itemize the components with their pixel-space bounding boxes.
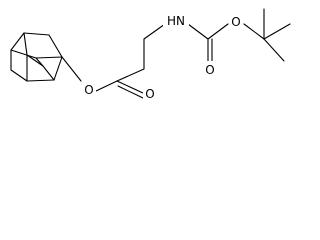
bond bbox=[143, 23, 166, 40]
atom-ester-carbonyl-oxygen: O bbox=[143, 85, 157, 101]
adamantane-cage bbox=[10, 32, 63, 82]
bond bbox=[35, 56, 63, 59]
atom-carbamate-ether-oxygen: O bbox=[229, 13, 243, 29]
chemical-structure: O O HN O O bbox=[10, 8, 291, 101]
bond bbox=[95, 80, 118, 92]
bond bbox=[263, 38, 285, 62]
bond bbox=[48, 34, 63, 58]
bond bbox=[23, 32, 50, 36]
bond bbox=[53, 56, 63, 81]
bond bbox=[10, 69, 28, 82]
ester-carbonyl-oxygen-label: O bbox=[145, 87, 154, 101]
bond bbox=[243, 23, 265, 40]
ester-linkage bbox=[61, 38, 145, 99]
carbamate-carbonyl-oxygen-label: O bbox=[205, 63, 214, 77]
bond bbox=[117, 85, 144, 99]
bond bbox=[26, 79, 55, 82]
bond bbox=[116, 80, 144, 94]
bond bbox=[23, 32, 28, 56]
bond bbox=[263, 23, 291, 40]
bond bbox=[26, 54, 44, 67]
boc-group bbox=[143, 8, 291, 62]
atom-carbamate-carbonyl-oxygen: O bbox=[203, 61, 217, 77]
atom-amide-nitrogen: HN bbox=[163, 11, 189, 29]
bond bbox=[116, 68, 145, 82]
ester-oxygen-label: O bbox=[84, 83, 93, 97]
bond bbox=[187, 23, 209, 40]
carbamate-ether-oxygen-label: O bbox=[231, 15, 240, 29]
bond bbox=[207, 23, 229, 40]
structure-canvas: O O HN O O bbox=[0, 0, 318, 107]
bond bbox=[61, 56, 82, 82]
bond bbox=[10, 32, 25, 51]
bond bbox=[42, 65, 55, 81]
atom-ester-oxygen: O bbox=[82, 81, 96, 97]
amide-nitrogen-label: HN bbox=[167, 14, 185, 28]
bond bbox=[10, 49, 37, 59]
